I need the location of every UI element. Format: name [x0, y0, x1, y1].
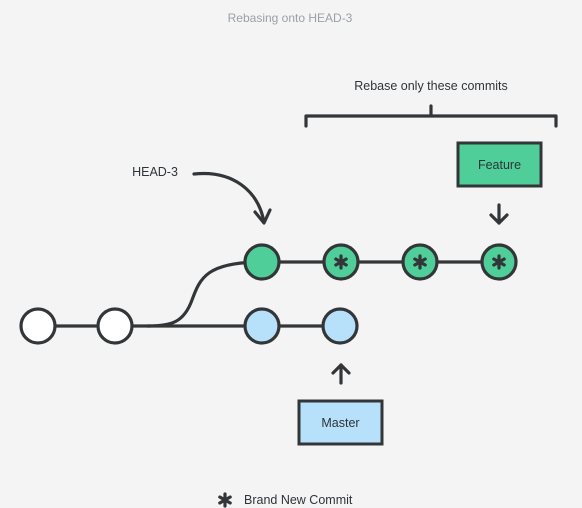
master-commit-2 [321, 307, 359, 345]
commit-nodes [19, 243, 518, 345]
rebase-bracket: Rebase only these commits [304, 79, 558, 128]
feature-box [456, 141, 543, 188]
legend-label: Brand New Commit [244, 493, 353, 507]
head-arrow-icon [253, 208, 272, 225]
bracket-label: Rebase only these commits [354, 79, 508, 93]
base-commit-2 [96, 307, 134, 345]
legend-asterisk-icon [218, 492, 232, 508]
head-arrow-curve [192, 171, 266, 224]
asterisk-icon [334, 254, 348, 270]
asterisk-icons [334, 254, 506, 270]
feature-arrow-icon [489, 203, 509, 225]
master-commit-1 [243, 307, 281, 345]
legend: Brand New Commit [218, 492, 353, 508]
feature-label: Feature [478, 158, 521, 172]
asterisk-icon [492, 254, 506, 270]
diagram-title: Rebasing onto HEAD-3 [228, 11, 353, 25]
master-box [297, 399, 384, 446]
head-label: HEAD-3 [132, 165, 178, 179]
head-3-commit [243, 243, 281, 281]
master-arrow-icon [331, 363, 351, 385]
base-commit-1 [19, 307, 57, 345]
master-label: Master [321, 416, 359, 430]
asterisk-icon [413, 254, 427, 270]
bracket-line [304, 104, 558, 128]
branch-curve [146, 260, 264, 328]
